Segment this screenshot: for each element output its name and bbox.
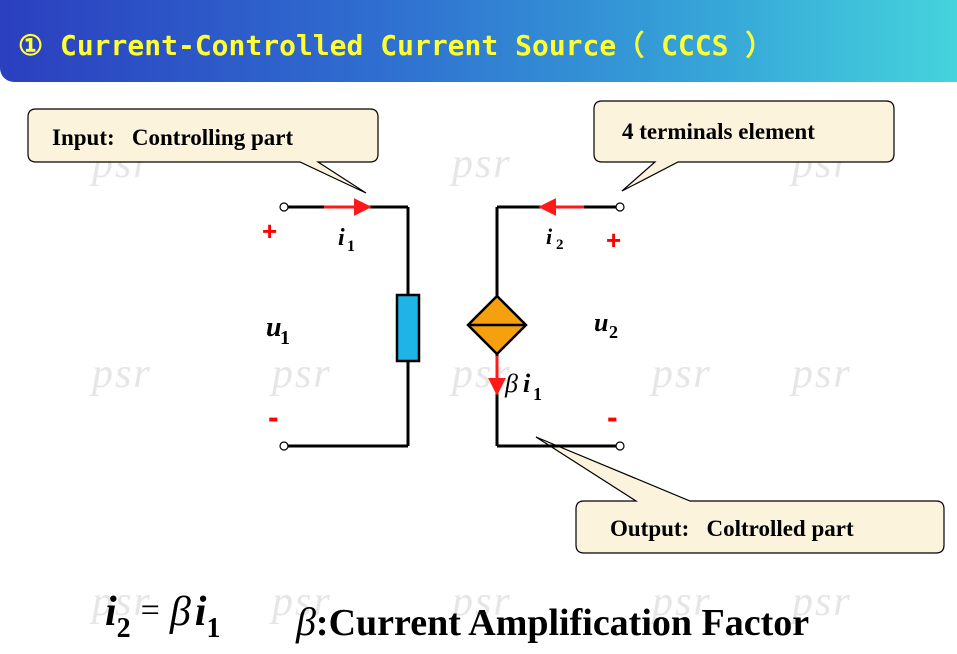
- plus-sign-right: +: [606, 225, 621, 255]
- callout-terminals: 4 terminals element: [593, 100, 895, 192]
- controlling-resistor: [395, 293, 421, 363]
- label-i1: i 1: [338, 225, 355, 255]
- callout-input-text: Input: Controlling part: [52, 125, 293, 150]
- watermark: psr: [652, 579, 712, 625]
- title-banner: ① Current-Controlled Current Source（ CCC…: [0, 0, 957, 82]
- terminal-bottom-right: [615, 441, 625, 451]
- slide-title: ① Current-Controlled Current Source（ CCC…: [18, 29, 774, 62]
- label-beta-i1: β i 1: [504, 369, 542, 404]
- formula-lhs-sub: 2: [116, 613, 131, 644]
- label-i2: i 2: [546, 224, 564, 253]
- svg-text:u: u: [266, 312, 282, 343]
- watermark: psr: [452, 579, 512, 625]
- terminal-bottom-left: [279, 441, 289, 451]
- svg-text:u: u: [594, 308, 608, 337]
- callout-output: Output: Coltrolled part: [535, 436, 945, 554]
- watermark: psr: [452, 141, 512, 187]
- watermark: psr: [92, 351, 152, 397]
- svg-text:2: 2: [556, 237, 564, 253]
- minus-sign-left: -: [268, 399, 279, 435]
- formula-i2-equals-beta-i1: i2=β i1: [105, 588, 220, 644]
- svg-text:1: 1: [533, 384, 542, 404]
- watermark: psr: [92, 579, 152, 625]
- label-u1: u 1: [266, 312, 290, 349]
- watermark: psr: [652, 351, 712, 397]
- watermark: psr: [792, 351, 852, 397]
- watermark: psr: [272, 579, 332, 625]
- formula-rhs-var: i: [194, 589, 207, 635]
- right-port: [466, 198, 625, 451]
- minus-sign-right: -: [607, 399, 618, 435]
- svg-text:i: i: [546, 224, 553, 249]
- factor-beta: β: [296, 599, 316, 644]
- formula-beta: β: [169, 589, 191, 635]
- svg-text:i: i: [523, 369, 531, 398]
- left-port: [279, 198, 421, 451]
- svg-text:1: 1: [347, 238, 355, 255]
- svg-text:1: 1: [280, 327, 290, 349]
- watermark: psr: [272, 351, 332, 397]
- factor-text: :Current Amplification Factor: [315, 602, 810, 644]
- svg-text:β: β: [504, 369, 518, 398]
- terminal-top-right: [615, 202, 625, 212]
- formula-lhs-var: i: [105, 589, 117, 635]
- svg-text:i: i: [338, 225, 345, 251]
- callout-output-text: Output: Coltrolled part: [610, 516, 854, 541]
- callout-input: Input: Controlling part: [27, 108, 379, 194]
- callout-terminals-text: 4 terminals element: [622, 119, 815, 144]
- label-u2: u 2: [594, 308, 618, 342]
- formula-equals: =: [140, 592, 160, 629]
- svg-text:2: 2: [609, 322, 618, 342]
- dependent-current-source: [466, 294, 528, 356]
- plus-sign-left: +: [262, 216, 277, 246]
- terminal-top-left: [279, 202, 289, 212]
- beta-definition: β:Current Amplification Factor: [296, 598, 809, 645]
- watermark: psr: [792, 579, 852, 625]
- formula-rhs-sub: 1: [206, 613, 221, 644]
